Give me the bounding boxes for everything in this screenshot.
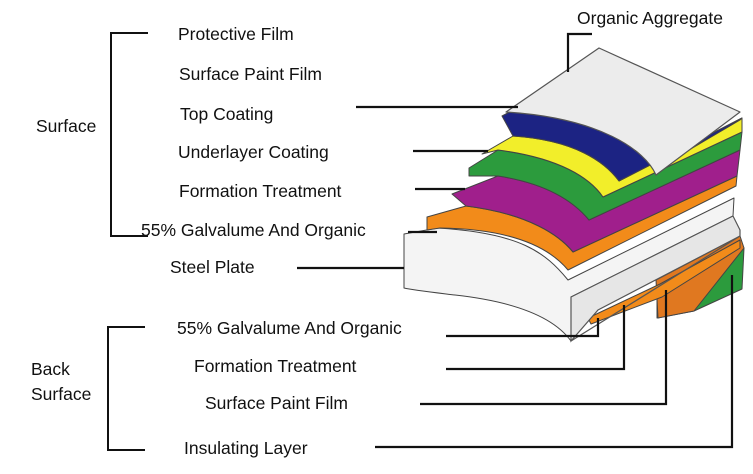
- back-surface-bracket: [107, 326, 145, 451]
- formation-treatment-label: Formation Treatment: [179, 181, 342, 201]
- back-galvalume-leader: [446, 318, 600, 338]
- surface-bracket: [110, 32, 148, 237]
- surface-paint-film-label: Surface Paint Film: [179, 64, 322, 84]
- underlayer-coating-label: Underlayer Coating: [178, 142, 329, 162]
- back-formation-leader: [446, 305, 626, 371]
- organic-aggregate-layer: [505, 47, 741, 176]
- leader-lines: [297, 32, 734, 449]
- protective-film-label: Protective Film: [178, 24, 294, 44]
- back-galvalume-organic-label: 55% Galvalume And Organic: [177, 318, 402, 338]
- back-surface-paint-film-label: Surface Paint Film: [205, 393, 348, 413]
- surface-group-label: Surface: [36, 116, 96, 136]
- top-coating-label: Top Coating: [180, 104, 273, 124]
- steel-plate-body: [403, 197, 735, 342]
- organic-aggregate-leader: [566, 32, 592, 72]
- organic-aggregate-label: Organic Aggregate: [577, 8, 723, 28]
- insulating-layer-leader: [375, 275, 734, 449]
- insulating-layer-label: Insulating Layer: [184, 438, 308, 458]
- back-surface-group-label-line2: Surface: [31, 384, 91, 404]
- steel-plate-back-edge: [570, 235, 741, 342]
- back-formation-treatment-label: Formation Treatment: [194, 356, 357, 376]
- back-paint-leader: [420, 290, 668, 406]
- steel-plate-label: Steel Plate: [170, 257, 255, 277]
- layer-stack-illustration: [403, 47, 745, 343]
- galvalume-organic-label: 55% Galvalume And Organic: [141, 220, 366, 240]
- back-surface-group-label-line1: Back: [31, 359, 70, 379]
